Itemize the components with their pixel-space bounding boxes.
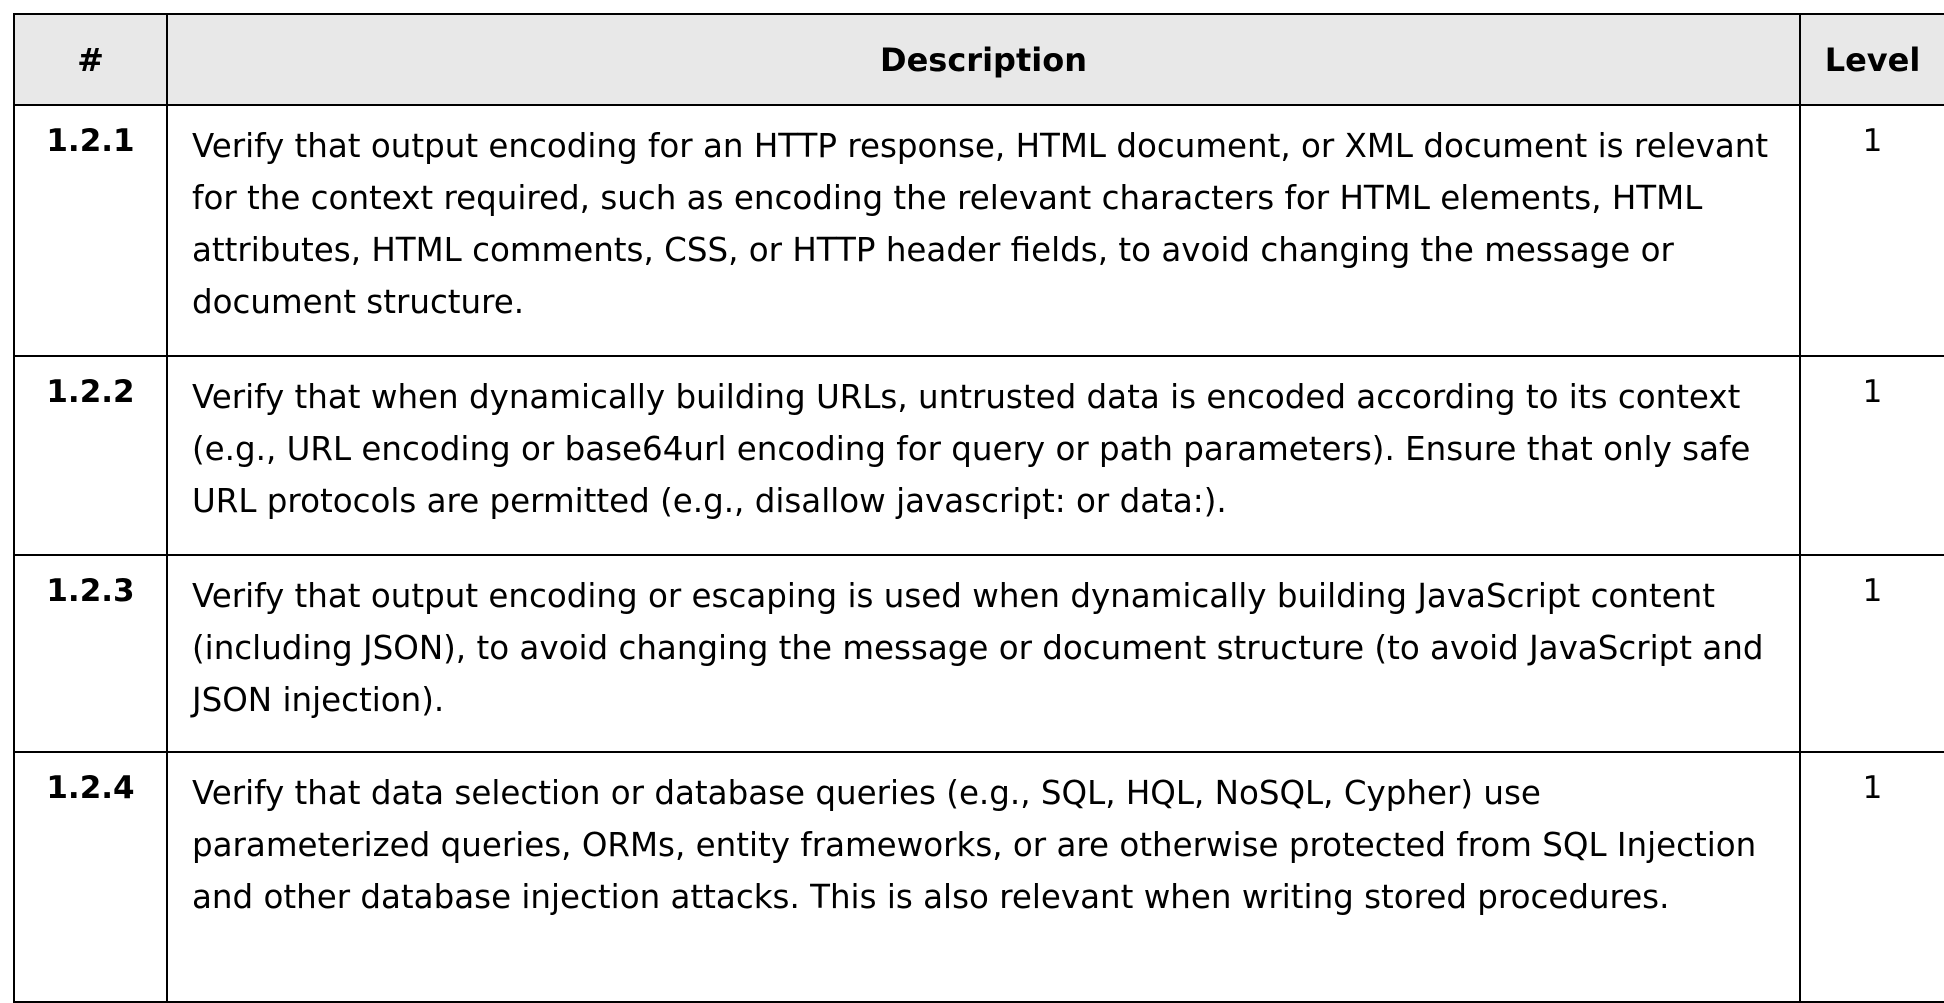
table-header: # Description Level (13, 13, 1944, 106)
requirement-id: 1.2.1 (13, 104, 168, 357)
table-row: 1.2.3 Verify that output encoding or esc… (13, 554, 1944, 753)
requirement-id: 1.2.2 (13, 355, 168, 556)
requirement-description: Verify that output encoding or escaping … (166, 554, 1801, 753)
table-row: 1.2.4 Verify that data selection or data… (13, 751, 1944, 1003)
requirement-description: Verify that when dynamically building UR… (166, 355, 1801, 556)
requirement-level: 1 (1799, 104, 1944, 357)
requirement-description: Verify that output encoding for an HTTP … (166, 104, 1801, 357)
requirement-level: 1 (1799, 751, 1944, 1003)
requirement-level: 1 (1799, 355, 1944, 556)
header-level: Level (1799, 13, 1944, 106)
requirement-level: 1 (1799, 554, 1944, 753)
requirement-id: 1.2.4 (13, 751, 168, 1003)
header-id: # (13, 13, 168, 106)
table-row: 1.2.1 Verify that output encoding for an… (13, 104, 1944, 357)
table-row: 1.2.2 Verify that when dynamically build… (13, 355, 1944, 556)
requirement-id: 1.2.3 (13, 554, 168, 753)
header-description: Description (166, 13, 1801, 106)
header-row: # Description Level (13, 13, 1944, 106)
table-body: 1.2.1 Verify that output encoding for an… (13, 104, 1944, 1003)
requirements-table: # Description Level 1.2.1 Verify that ou… (13, 13, 1944, 1003)
requirement-description: Verify that data selection or database q… (166, 751, 1801, 1003)
